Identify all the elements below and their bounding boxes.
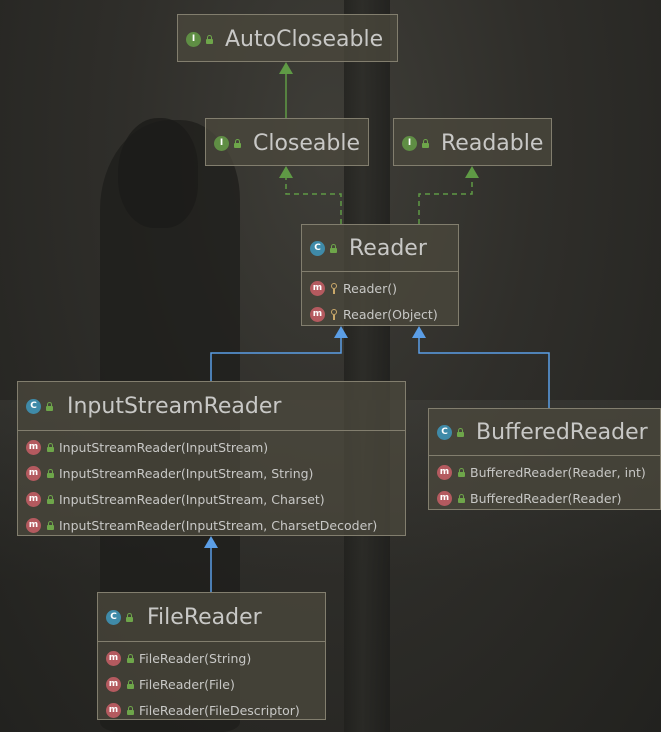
edge-inputstreamreader-reader (210, 338, 342, 381)
member-row[interactable]: m InputStreamReader(InputStream, String) (18, 460, 405, 486)
member-list: m InputStreamReader(InputStream) m Input… (18, 430, 405, 541)
method-icon: m (26, 517, 41, 533)
member-row[interactable]: m Reader(Object) (302, 301, 458, 327)
public-lock-icon (126, 653, 134, 663)
member-label: Reader(Object) (343, 306, 438, 322)
public-lock-icon (46, 494, 54, 504)
member-row[interactable]: m Reader() (302, 275, 458, 301)
edge-reader-readable (418, 178, 473, 224)
node-title: FileReader (147, 604, 262, 630)
member-list: m Reader() m Reader(Object) (302, 271, 458, 330)
public-lock-icon (126, 679, 134, 689)
protected-key-icon (330, 308, 338, 320)
method-icon: m (26, 465, 41, 481)
public-lock-icon (205, 34, 213, 44)
class-icon: C (26, 398, 41, 414)
member-row[interactable]: m FileReader(FileDescriptor) (98, 697, 325, 723)
edge-closeable-autocloseable-head (279, 62, 293, 74)
node-autocloseable[interactable]: I AutoCloseable (177, 14, 398, 62)
node-title: AutoCloseable (225, 26, 384, 52)
node-title: Reader (349, 235, 427, 261)
member-row[interactable]: m InputStreamReader(InputStream) (18, 434, 405, 460)
member-row[interactable]: m FileReader(String) (98, 645, 325, 671)
member-label: InputStreamReader(InputStream, CharsetDe… (59, 517, 378, 533)
node-title: InputStreamReader (67, 393, 282, 419)
member-row[interactable]: m BufferedReader(Reader, int) (429, 459, 660, 485)
edge-reader-readable-head (465, 166, 479, 178)
method-icon: m (26, 439, 41, 455)
edge-bufferedreader-reader (418, 338, 550, 408)
node-closeable[interactable]: I Closeable (205, 118, 369, 166)
public-lock-icon (46, 520, 54, 530)
member-label: InputStreamReader(InputStream, Charset) (59, 491, 325, 507)
member-list: m BufferedReader(Reader, int) m Buffered… (429, 455, 660, 514)
class-icon: C (310, 240, 325, 256)
edge-inputstreamreader-reader-head (334, 326, 348, 338)
public-lock-icon (457, 467, 465, 477)
member-label: InputStreamReader(InputStream) (59, 439, 269, 455)
public-lock-icon (421, 138, 429, 148)
edge-reader-closeable (285, 178, 342, 224)
public-lock-icon (126, 705, 134, 715)
node-inputstreamreader[interactable]: C InputStreamReader m InputStreamReader(… (17, 381, 406, 536)
node-title: BufferedReader (476, 419, 648, 445)
member-row[interactable]: m InputStreamReader(InputStream, Charset… (18, 512, 405, 538)
public-lock-icon (125, 612, 133, 622)
node-bufferedreader[interactable]: C BufferedReader m BufferedReader(Reader… (428, 408, 661, 510)
public-lock-icon (329, 243, 337, 253)
public-lock-icon (456, 427, 464, 437)
public-lock-icon (46, 442, 54, 452)
background-silhouette-head (118, 118, 198, 228)
member-label: BufferedReader(Reader, int) (470, 464, 646, 480)
method-icon: m (310, 306, 325, 322)
member-label: FileReader(String) (139, 650, 252, 666)
node-filereader[interactable]: C FileReader m FileReader(String) m File… (97, 592, 326, 720)
interface-icon: I (214, 135, 229, 151)
public-lock-icon (233, 138, 241, 148)
edge-filereader-inputstreamreader-head (204, 536, 218, 548)
edge-reader-closeable-head (279, 166, 293, 178)
interface-icon: I (186, 31, 201, 47)
interface-icon: I (402, 135, 417, 151)
method-icon: m (310, 280, 325, 296)
member-label: Reader() (343, 280, 397, 296)
member-label: BufferedReader(Reader) (470, 490, 622, 506)
member-list: m FileReader(String) m FileReader(File) … (98, 641, 325, 726)
method-icon: m (106, 650, 121, 666)
public-lock-icon (46, 468, 54, 478)
class-icon: C (106, 609, 121, 625)
node-readable[interactable]: I Readable (393, 118, 552, 166)
node-reader[interactable]: C Reader m Reader() m Reader(Object) (301, 224, 459, 326)
protected-key-icon (330, 282, 338, 294)
member-row[interactable]: m FileReader(File) (98, 671, 325, 697)
node-title: Readable (441, 130, 544, 156)
method-icon: m (437, 490, 452, 506)
method-icon: m (106, 702, 121, 718)
member-label: FileReader(FileDescriptor) (139, 702, 300, 718)
member-label: InputStreamReader(InputStream, String) (59, 465, 314, 481)
node-title: Closeable (253, 130, 361, 156)
method-icon: m (26, 491, 41, 507)
member-row[interactable]: m InputStreamReader(InputStream, Charset… (18, 486, 405, 512)
class-icon: C (437, 424, 452, 440)
member-label: FileReader(File) (139, 676, 235, 692)
method-icon: m (106, 676, 121, 692)
public-lock-icon (457, 493, 465, 503)
edge-bufferedreader-reader-head (412, 326, 426, 338)
public-lock-icon (45, 401, 53, 411)
member-row[interactable]: m BufferedReader(Reader) (429, 485, 660, 511)
method-icon: m (437, 464, 452, 480)
